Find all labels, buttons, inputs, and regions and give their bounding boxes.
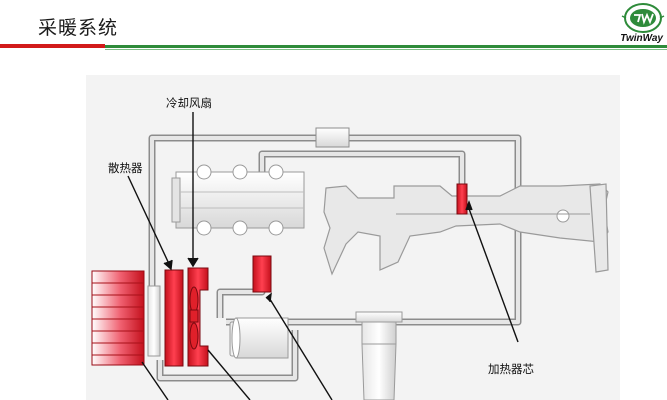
cooling-fan bbox=[187, 267, 209, 367]
page-title: 采暖系统 bbox=[38, 17, 119, 39]
leader-lines bbox=[127, 112, 519, 400]
reservoir bbox=[355, 311, 403, 400]
radiator bbox=[164, 269, 184, 367]
header-rule-green bbox=[105, 45, 667, 48]
slide-header: 采暖系统 TwinWay bbox=[0, 0, 667, 52]
coolant-pipes-fill bbox=[150, 136, 520, 380]
company-logo-icon bbox=[621, 3, 665, 33]
water-pump bbox=[229, 317, 289, 359]
brand-name: TwinWay bbox=[620, 33, 663, 44]
heater-core bbox=[456, 183, 468, 215]
pipe-connector bbox=[315, 127, 350, 148]
header-rule-red bbox=[0, 44, 105, 48]
heat-exchanger bbox=[91, 270, 145, 366]
vehicle-body bbox=[323, 183, 609, 276]
engine-block bbox=[171, 164, 305, 236]
header-rule-green-thin bbox=[105, 49, 667, 50]
fan-label: 冷却风扇 bbox=[166, 96, 212, 110]
heat-exchanger-frame bbox=[147, 285, 161, 357]
wheel-hub-icon bbox=[556, 209, 570, 223]
thermostat bbox=[252, 255, 272, 293]
radiator-label: 散热器 bbox=[108, 161, 143, 175]
heater-core-label: 加热器芯 bbox=[488, 362, 534, 376]
